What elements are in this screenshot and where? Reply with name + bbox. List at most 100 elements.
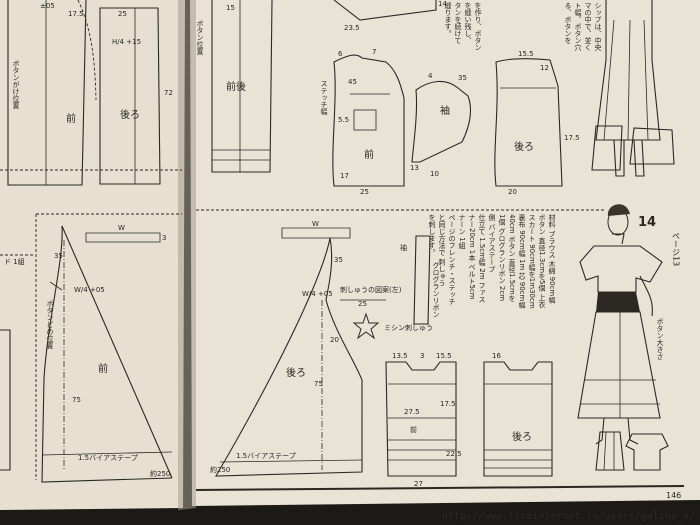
label-button-note: ボタンどめ位置 — [46, 300, 54, 349]
text-top-col1: シップは、中央 — [594, 2, 602, 52]
text-bottom-col3: スカート 90cm幅を1m30cm — [528, 214, 536, 309]
text-top-col7: タンを続けて — [454, 2, 462, 44]
text-bottom-col12: と同じ方法で 刺しゅう — [438, 214, 446, 286]
small-garment-icons — [595, 431, 669, 471]
text-bottom-col7: 側 バイアステープ — [488, 213, 496, 272]
label-3: 3 — [162, 234, 166, 242]
label-rb-grosgrain: グログランリボン — [432, 261, 440, 318]
fashion-figure — [577, 204, 663, 445]
embroidery-area — [340, 299, 386, 340]
right-text-bottom: 材料 ブラウス 木綿 90cm幅 ボタン 直径1.3cmを5個 上衣 スカート … — [428, 213, 556, 309]
label-175: 17.5 — [68, 10, 84, 18]
text-bottom-col5: 40cm ボタン 直径1.5cmを — [508, 214, 516, 302]
label-r25: 25 — [360, 188, 369, 196]
right-top-patterns — [196, 0, 604, 211]
label-r-sleeve: 袖 — [440, 104, 450, 117]
watermark-url: http://www.liveinternet.ru/users/galina_… — [442, 511, 695, 522]
left-bottom-frame — [0, 213, 182, 480]
left-top-patterns — [0, 0, 182, 186]
text-top-col2: マの中で、並く — [584, 2, 592, 51]
label-r-back: 後ろ — [514, 140, 534, 153]
label-r12: 12 — [540, 64, 549, 72]
label-rb-w: W — [312, 220, 319, 228]
figure-top-right — [591, 0, 675, 177]
text-bottom-col1: 材料 ブラウス 木綿 90cm幅 — [548, 213, 556, 304]
label-rb-275: 27.5 — [404, 408, 420, 416]
label-72: 72 — [164, 89, 173, 97]
label-35: 35 — [54, 252, 63, 260]
label-rb-16: 16 — [492, 352, 501, 360]
label-r175: 17.5 — [564, 134, 580, 142]
label-figure-button-note: ボタン大きさ — [656, 318, 664, 361]
text-bottom-col9: ナー20cm 1本 ベルト5cm — [468, 214, 476, 300]
label-rb-225: 22.5 — [446, 450, 462, 458]
label-rb-3: 3 — [420, 352, 424, 360]
label-r6: 6 — [338, 50, 343, 58]
label-rb-back2: 後ろ — [512, 430, 532, 443]
label-rb-sleeve: 袖 — [400, 243, 407, 252]
text-top-col3: ト幅、ボタン穴 — [574, 2, 582, 52]
label-rb-25b: 25 — [358, 300, 367, 308]
label-r45: 45 — [348, 78, 357, 86]
text-top-col8: 縫ります。 — [444, 1, 452, 37]
label-r-button-note: ボタン位置 — [196, 20, 204, 55]
label-r7: 7 — [372, 48, 376, 56]
label-rb-bias: 1.5バイアステープ — [236, 452, 296, 460]
label-05: ±05 — [40, 2, 55, 10]
label-25: 25 — [118, 10, 127, 18]
label-rb-250: 約250 — [210, 465, 230, 474]
label-bias: 1.5バイアステープ — [78, 454, 138, 462]
label-r13: 13 — [410, 164, 419, 172]
text-bottom-col10: ナーン 1組 — [458, 214, 466, 249]
right-text-top: シップは、中央 マの中で、並く ト幅、ボタン穴 る、ボタンを を作り、ボタン を… — [444, 1, 602, 52]
text-top-col5: を作り、ボタン — [474, 2, 482, 51]
label-rb-front: 前 — [410, 425, 417, 434]
label-back: 後ろ — [120, 108, 140, 121]
label-r-front: 前 — [364, 148, 374, 161]
text-top-col4: る、ボタンを — [564, 2, 572, 44]
label-r-stitch-note: ステッチ幅 — [320, 80, 328, 116]
right-page — [190, 0, 700, 506]
text-bottom-col11: ページのフレンチ・ステッチ — [448, 214, 456, 305]
left-edge-piece — [0, 329, 11, 471]
title-number: 14 — [638, 215, 656, 230]
right-sleeve-strip — [413, 235, 431, 325]
text-bottom-col13: を刺します。 — [428, 214, 436, 256]
page-rule — [195, 485, 685, 491]
label-rb-w4: W/4 +05 — [302, 290, 333, 298]
label-r15: 15 — [226, 4, 235, 12]
gutter-shadow — [178, 0, 196, 510]
label-rb-75: 75 — [314, 380, 323, 388]
text-bottom-col4: 裏布 90cm幅 1m 芯 90cm幅 — [518, 213, 526, 309]
label-rb-27: 27 — [414, 480, 423, 488]
page-number: 146 — [666, 491, 681, 500]
label-rb-35: 35 — [334, 256, 343, 264]
right-bodice-back — [483, 361, 553, 477]
label-r55: 5.5 — [338, 116, 349, 124]
label-250: 約250 — [150, 469, 170, 478]
label-embroidery-title: 刺しゅうの図案(左) — [340, 285, 402, 294]
label-r20: 20 — [508, 188, 517, 196]
label-r4: 4 — [428, 72, 433, 80]
text-top-col6: を縫い残し、 — [464, 2, 472, 44]
label-note-1: ド 1組 — [4, 257, 25, 266]
label-h4: H/4 +15 — [112, 38, 141, 46]
right-bodice-front — [385, 361, 457, 477]
label-star-note: ミシン刺しゅう — [384, 323, 433, 332]
title-page-ref: ページ13 — [672, 232, 681, 266]
text-bottom-col6: 1個 グログランリボン 2cm — [498, 214, 506, 301]
label-r10: 10 — [430, 170, 439, 178]
label-rb-back: 後ろ — [286, 366, 306, 379]
label-r-front-back: 前後 — [226, 80, 246, 93]
label-front-skirt: 前 — [98, 362, 108, 375]
left-skirt-pattern — [41, 225, 173, 483]
label-rb-175: 17.5 — [440, 400, 456, 408]
text-bottom-col8: 仕立て 1.5cm幅 2m ファス — [478, 213, 486, 303]
label-r155: 15.5 — [518, 50, 534, 58]
label-rb-135: 13.5 — [392, 352, 408, 360]
label-front: 前 — [66, 112, 76, 125]
label-r35: 35 — [458, 74, 467, 82]
label-w4: W/4 +05 — [74, 286, 105, 294]
